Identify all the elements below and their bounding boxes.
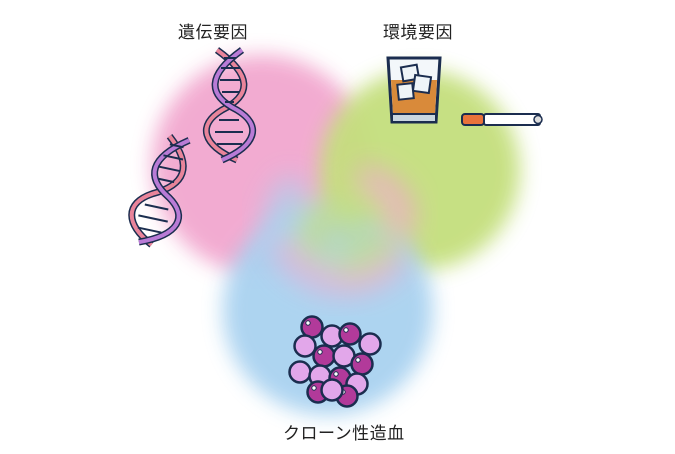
- cell-highlight: [311, 385, 317, 391]
- cell-highlight: [305, 320, 311, 326]
- clonal-hematopoiesis-label: クローン性造血: [283, 424, 405, 444]
- dna-helix-icon: [202, 47, 257, 164]
- blood-cell: [293, 334, 317, 358]
- cell-highlight: [333, 371, 339, 377]
- cigarette-icon: [461, 113, 543, 126]
- blood-cell: [358, 332, 382, 356]
- blood-cell: [312, 344, 336, 368]
- cell-highlight: [343, 327, 349, 333]
- blood-cell: [350, 352, 374, 376]
- whiskey-glass-icon: [386, 56, 442, 124]
- dna-helix-icon: [128, 133, 191, 248]
- blood-cell-cluster-icon: [288, 315, 382, 408]
- genetic-factor-label: 遺伝要因: [178, 23, 248, 43]
- blood-cell: [320, 378, 344, 402]
- blood-cell: [338, 322, 362, 346]
- environment-factor-label: 環境要因: [383, 23, 453, 43]
- blood-cell: [288, 360, 312, 384]
- cell-highlight: [355, 357, 361, 363]
- cell-highlight: [317, 349, 323, 355]
- center-swirl: [264, 163, 414, 295]
